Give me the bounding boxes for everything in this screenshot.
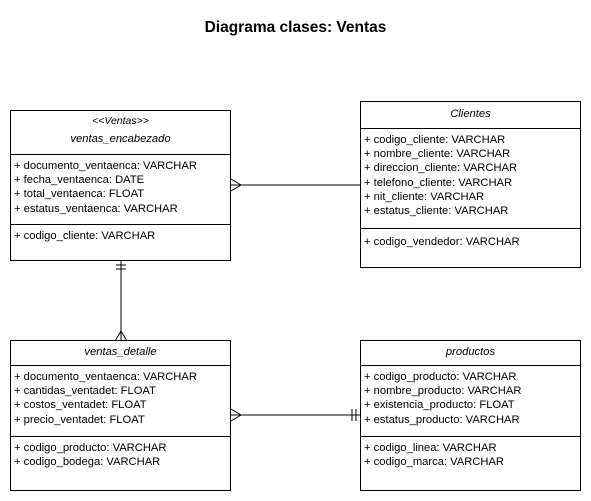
attributes-section: + codigo_producto: VARCHAR + nombre_prod… (361, 366, 580, 437)
attribute-row: + existencia_producto: FLOAT (364, 399, 515, 412)
attribute-row: + telefono_cliente: VARCHAR (364, 176, 513, 189)
key-row: + codigo_vendedor: VARCHAR (364, 236, 520, 248)
relation-encabezado-clientes (230, 178, 361, 192)
attribute-row: + documento_ventaenca: VARCHAR (14, 371, 197, 383)
class-stereotype: <<Ventas>> (92, 115, 149, 127)
attribute-row: + direccion_cliente: VARCHAR (364, 162, 518, 175)
attribute-row: + nombre_producto: VARCHAR (364, 385, 522, 398)
class-name: Clientes (450, 108, 491, 120)
attribute-row: + fecha_ventaenca: DATE (14, 174, 145, 187)
attributes-section: + documento_ventaenca: VARCHAR + cantida… (11, 366, 230, 437)
key-row: + codigo_marca: VARCHAR (364, 456, 505, 469)
crow-foot-many-detalle-right (230, 408, 242, 422)
keys-section: + codigo_cliente: VARCHAR (11, 225, 230, 243)
class-ventas-encabezado[interactable]: <<Ventas>> ventas_encabezado + documento… (10, 110, 231, 261)
attribute-row: + total_ventaenca: FLOAT (14, 188, 145, 201)
key-row: + codigo_cliente: VARCHAR (14, 230, 156, 242)
class-header: <<Ventas>> ventas_encabezado (11, 111, 230, 155)
class-name: productos (445, 346, 496, 358)
attribute-row: + estatus_cliente: VARCHAR (364, 205, 509, 218)
key-row: + codigo_linea: VARCHAR (364, 442, 497, 454)
key-row: + codigo_bodega: VARCHAR (14, 456, 161, 469)
attribute-row: + cantidas_ventadet: FLOAT (14, 385, 156, 398)
class-header: productos (361, 341, 580, 366)
keys-section: + codigo_linea: VARCHAR + codigo_marca: … (361, 437, 580, 469)
attribute-row: + documento_ventaenca: VARCHAR (14, 160, 197, 172)
relation-detalle-productos (230, 408, 361, 422)
class-productos[interactable]: productos + codigo_producto: VARCHAR + n… (360, 340, 581, 491)
attribute-row: + estatus_producto: VARCHAR (364, 413, 520, 426)
attributes-section: + codigo_cliente: VARCHAR + nombre_clien… (361, 129, 580, 229)
class-header: Clientes (361, 102, 580, 129)
keys-section: + codigo_vendedor: VARCHAR (361, 229, 580, 249)
key-row: + codigo_producto: VARCHAR (14, 442, 167, 454)
attribute-row: + codigo_cliente: VARCHAR (364, 134, 506, 146)
attribute-row: + precio_ventadet: FLOAT (14, 413, 145, 426)
class-name: ventas_encabezado (70, 133, 171, 145)
crow-foot-many-detalle (114, 330, 128, 342)
attributes-section: + documento_ventaenca: VARCHAR + fecha_v… (11, 155, 230, 225)
class-name: ventas_detalle (84, 346, 157, 358)
attribute-row: + estatus_ventaenca: VARCHAR (14, 202, 178, 215)
keys-section: + codigo_producto: VARCHAR + codigo_bode… (11, 437, 230, 469)
crow-foot-many-encabezado (230, 178, 242, 192)
class-ventas-detalle[interactable]: ventas_detalle + documento_ventaenca: VA… (10, 340, 231, 491)
attribute-row: + codigo_producto: VARCHAR (364, 371, 517, 383)
class-header: ventas_detalle (11, 341, 230, 366)
attribute-row: + costos_ventadet: FLOAT (14, 399, 147, 412)
relation-encabezado-detalle (114, 261, 128, 342)
attribute-row: + nombre_cliente: VARCHAR (364, 148, 511, 161)
class-clientes[interactable]: Clientes + codigo_cliente: VARCHAR + nom… (360, 101, 581, 268)
attribute-row: + nit_cliente: VARCHAR (364, 190, 485, 203)
diagram-title: Diagrama clases: Ventas (204, 19, 387, 36)
